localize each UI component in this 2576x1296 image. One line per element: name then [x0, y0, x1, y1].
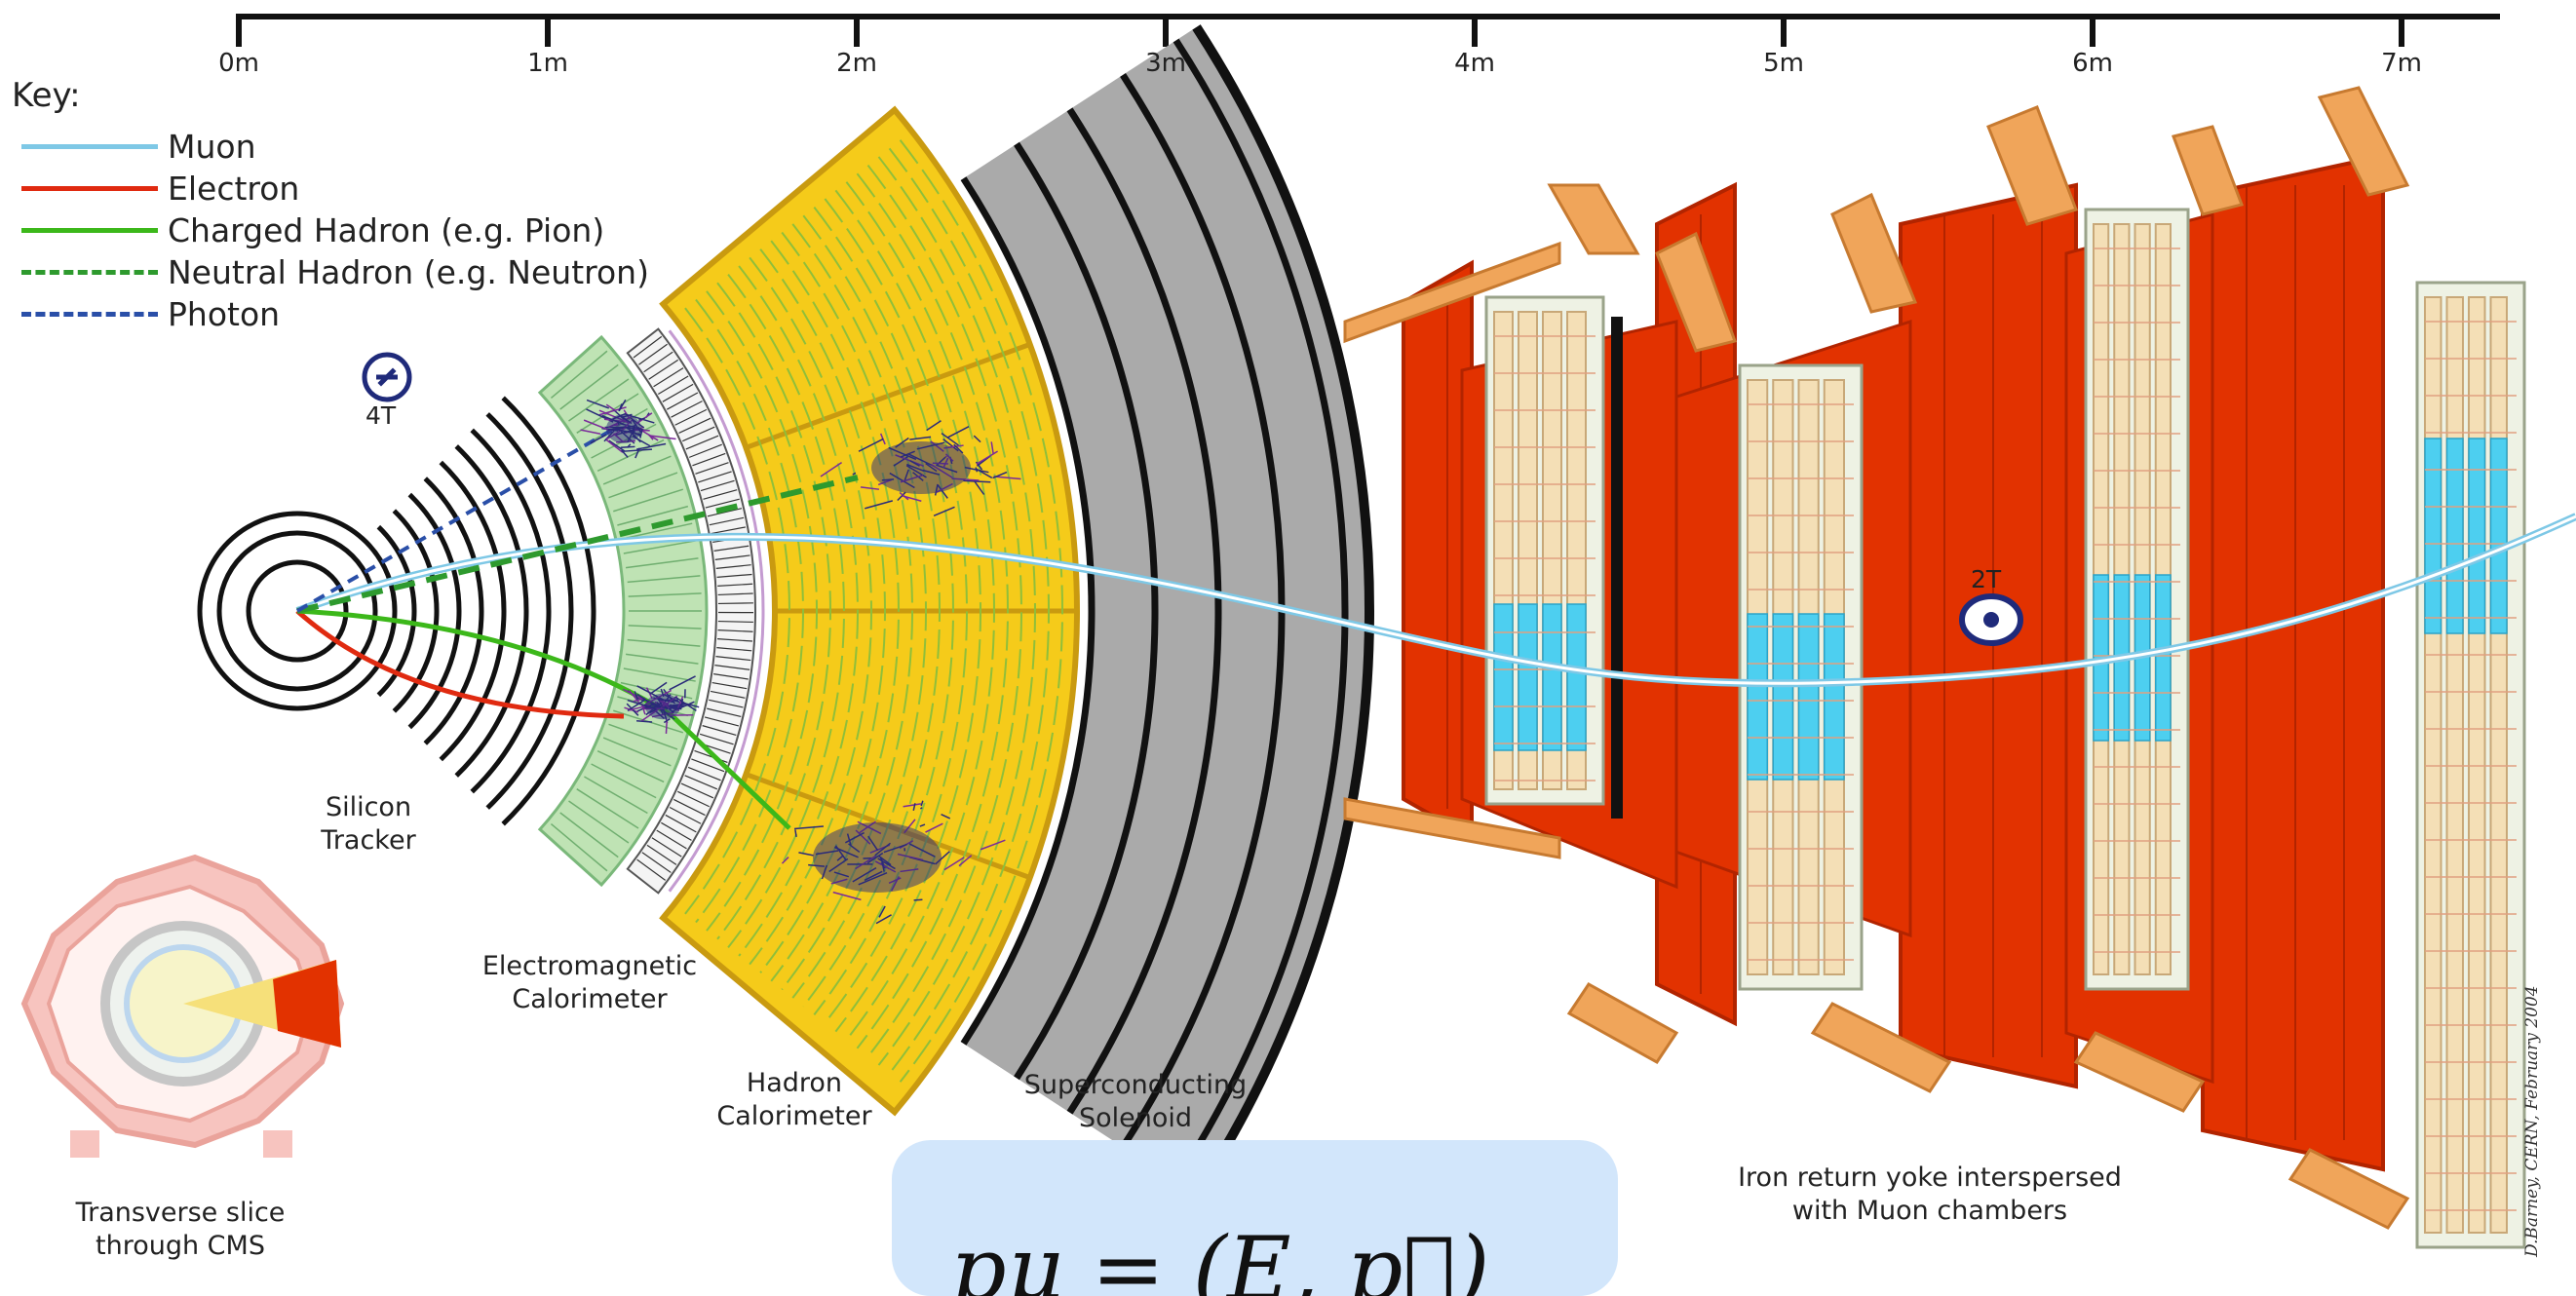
legend-item: Charged Hadron (e.g. Pion) [21, 210, 604, 249]
yoke-layer [2203, 156, 2383, 1169]
distance-scale [239, 14, 2500, 47]
muon-hit [2425, 438, 2441, 633]
legend-label: Photon [168, 295, 280, 333]
legend-swatch [21, 270, 158, 275]
muon-hit [2491, 438, 2508, 633]
legend-item: Neutral Hadron (e.g. Neutron) [21, 252, 649, 291]
legend-item: Electron [21, 169, 299, 208]
legend-item: Muon [21, 127, 256, 166]
legend-label: Neutral Hadron (e.g. Neutron) [168, 253, 649, 291]
legend-swatch [21, 186, 158, 191]
legend-label: Charged Hadron (e.g. Pion) [168, 211, 604, 249]
legend-swatch [21, 144, 158, 149]
muon-hit [1748, 614, 1767, 780]
field-symbol-4t [365, 355, 409, 400]
author-credit: D.Barney, CERN, February 2004 [2522, 985, 2542, 1257]
scale-tick-label: 6m [2072, 49, 2113, 78]
muon-hit [1799, 614, 1819, 780]
field-label-2t: 2T [1971, 563, 2001, 596]
silicon-tracker-label: SiliconTracker [310, 791, 427, 858]
field-symbol-2t [1962, 596, 2020, 643]
key-title: Key: [12, 76, 81, 115]
tracker-layer [425, 478, 481, 743]
scale-tick-label: 2m [836, 49, 877, 78]
scale-tick-label: 3m [1145, 49, 1186, 78]
muon-hit [1567, 604, 1586, 750]
transverse-slice-inset [24, 858, 341, 1158]
ecal-label: ElectromagneticCalorimeter [468, 950, 711, 1016]
muon-hit [2469, 438, 2485, 633]
muon-hit [1825, 614, 1844, 780]
muon-hit [1773, 614, 1792, 780]
legend-label: Muon [168, 128, 256, 166]
chamber-spacer [1611, 317, 1623, 819]
muon-hit [1519, 604, 1537, 750]
scale-tick-label: 0m [218, 49, 259, 78]
legend-swatch [21, 228, 158, 233]
iron-return-yoke [1345, 88, 2524, 1247]
yoke-flange [1550, 185, 1637, 253]
cms-slice-diagram: Key: MuonElectronCharged Hadron (e.g. Pi… [0, 0, 2576, 1265]
four-momentum-formula: pμ = (E, p⃗) [950, 1218, 1490, 1296]
scale-tick-label: 1m [527, 49, 568, 78]
formula-box: pμ = (E, p⃗) [892, 1140, 1618, 1296]
scale-tick-label: 7m [2381, 49, 2422, 78]
yoke-flange [2173, 127, 2242, 214]
diagram-canvas [0, 0, 2576, 1265]
solenoid-label: SuperconductingSolenoid [1009, 1069, 1262, 1135]
silicon-tracker [200, 398, 594, 823]
yoke-flange [1569, 984, 1676, 1062]
legend-label: Electron [168, 170, 299, 208]
hcal-label: HadronCalorimeter [702, 1067, 887, 1133]
transverse-slice-label: Transverse slicethrough CMS [58, 1197, 302, 1263]
yoke-label: Iron return yoke interspersedwith Muon c… [1715, 1162, 2144, 1228]
scale-tick-label: 4m [1454, 49, 1495, 78]
legend-swatch [21, 312, 158, 317]
muon-hit [1494, 604, 1513, 750]
legend-item: Photon [21, 294, 280, 333]
muon-hit [2447, 438, 2464, 633]
scale-tick-label: 5m [1763, 49, 1804, 78]
muon-hit [1543, 604, 1561, 750]
muon-hit [2156, 575, 2171, 741]
field-label-4t: 4T [365, 400, 396, 433]
